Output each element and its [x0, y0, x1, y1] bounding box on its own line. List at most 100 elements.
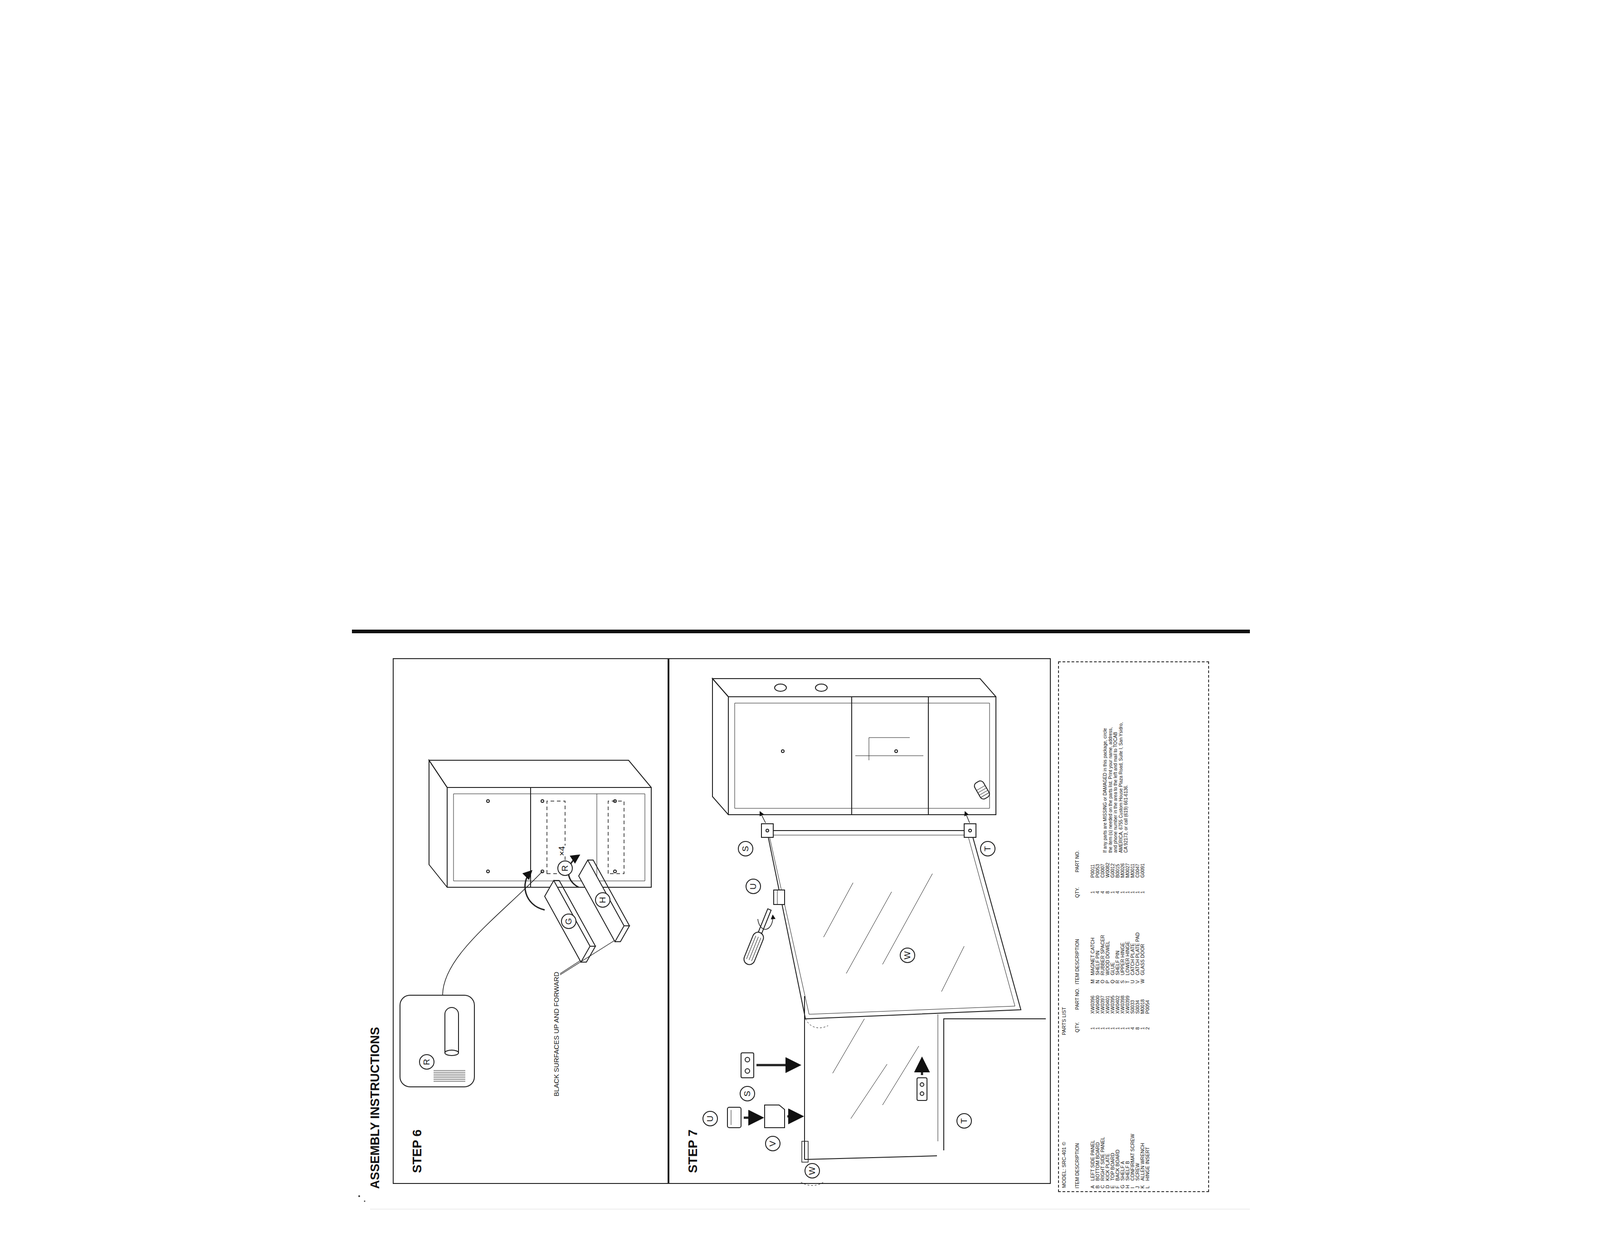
callout-circle: S — [739, 1085, 756, 1102]
step7-detail — [727, 995, 1046, 1186]
item-letter: W — [1139, 978, 1146, 984]
step7-cabinet-part — [781, 749, 785, 753]
callout-circle: U — [745, 878, 761, 894]
step6-cabinet-part — [453, 793, 645, 881]
callout-circle: G — [560, 913, 577, 929]
glass-door-part — [777, 889, 778, 905]
callout-letter: S — [742, 1090, 753, 1097]
shelf-boards-part — [544, 880, 591, 962]
glass-door-part — [769, 834, 1015, 1015]
callout-letter: R — [421, 1058, 432, 1065]
screwdriver-part — [742, 907, 775, 967]
step7-detail-part — [920, 1082, 924, 1087]
callout-circle: U — [702, 1110, 718, 1127]
callout-letter: V — [767, 1140, 778, 1147]
shelf-boards-part — [525, 871, 545, 910]
callout-circle: W — [899, 947, 916, 963]
glass-door-part — [765, 829, 769, 832]
magnifier-detail — [400, 871, 543, 1087]
parts-list-heading: PARTS LIST — [1061, 1006, 1068, 1035]
screwdriver-part-part — [746, 935, 761, 961]
callout-letter: U — [748, 882, 759, 890]
screwdriver — [742, 907, 775, 967]
rotated-sheet: ASSEMBLY INSTRUCTIONSSTEP 6RRGHSTEP 7UVS… — [351, 629, 1250, 1210]
callout-letter: W — [902, 951, 913, 960]
step7-cabinet — [712, 678, 996, 815]
item-quantity: 2 — [1144, 1026, 1151, 1030]
column-header: ITEM DESCRIPTION — [1074, 1142, 1080, 1189]
callout-letter: T — [982, 845, 993, 852]
step7-cabinet-part — [712, 678, 996, 697]
callout-letter: W — [807, 1166, 818, 1175]
step7-detail-part — [787, 1115, 801, 1118]
column-header: PART NO. — [1074, 849, 1080, 873]
part-number: P0054 — [1144, 999, 1151, 1015]
column-header: QTY. — [1074, 1021, 1080, 1033]
step6-cabinet-part — [613, 869, 617, 873]
step7-detail-part — [921, 1059, 924, 1075]
sheet-rule-part — [370, 1209, 1250, 1210]
step7-detail-part — [804, 995, 937, 1160]
step7-cabinet-part — [728, 696, 996, 815]
step7-cabinet-part — [894, 749, 898, 753]
step-heading: STEP 7 — [685, 1129, 701, 1173]
magnifier-detail-part — [444, 1007, 459, 1053]
callout-circle: T — [980, 840, 996, 857]
callout-circle: S — [737, 840, 754, 857]
callout-circle: H — [595, 892, 611, 908]
step6-cabinet-part — [429, 760, 652, 788]
callout-letter: H — [597, 896, 608, 903]
step7-cabinet-part — [973, 779, 991, 801]
parts-list-box: MODEL: SRC-401 ©PARTS LIST — [1058, 661, 1210, 1192]
page-title: ASSEMBLY INSTRUCTIONS — [368, 1026, 383, 1189]
item-quantity: 1 — [1139, 890, 1146, 894]
sheet-rule-part — [364, 1200, 366, 1202]
glass-door-part — [760, 811, 766, 823]
callout-letter: T — [959, 1117, 970, 1124]
step6-cabinet-part — [486, 799, 490, 803]
glass-door-part — [823, 873, 965, 992]
step7-cabinet-part-part — [976, 785, 990, 798]
step7-detail-part — [764, 1104, 785, 1128]
step-panel: STEP 6 R R G H — [392, 658, 669, 1184]
screwdriver-part — [757, 915, 773, 930]
step7-detail-part — [756, 1063, 799, 1067]
column-header: QTY. — [1074, 886, 1080, 898]
step7-detail-part — [937, 1014, 939, 1142]
callout-letter: R — [560, 864, 571, 872]
quantity-mark: ×4 — [556, 845, 567, 857]
step7-detail-part — [920, 1091, 924, 1096]
step7-cabinet-part — [851, 696, 929, 815]
part-number: G0091 — [1139, 862, 1146, 879]
glass-door-part — [773, 889, 785, 905]
step7-cabinet-part — [712, 678, 729, 815]
illustration — [351, 629, 1250, 1210]
step-heading: STEP 6 — [409, 1129, 425, 1173]
screwdriver-part-part — [742, 930, 766, 967]
glass-door — [760, 811, 1021, 1028]
step7-detail-part — [741, 1052, 754, 1078]
shelf-boards-part — [578, 859, 625, 942]
step7-detail-part — [832, 1018, 919, 1119]
step7-detail-part — [745, 1057, 750, 1062]
step6-cabinet-part — [613, 799, 617, 803]
glass-door-part — [805, 1018, 829, 1028]
glass-door-part — [965, 811, 970, 823]
callout-circle: V — [765, 1135, 781, 1152]
magnifier-detail-part — [433, 1070, 466, 1082]
sheet-rule — [351, 629, 1250, 1210]
callout-letter: G — [563, 917, 574, 925]
glass-door-part — [761, 823, 774, 838]
step6-cabinet-part — [486, 869, 490, 873]
magnifier-detail-part — [444, 1049, 459, 1056]
item-description: HINGE INSERT — [1144, 1146, 1151, 1181]
column-header: ITEM DESCRIPTION — [1074, 938, 1080, 985]
step6-cabinet — [429, 760, 652, 888]
sheet-rule-part — [351, 629, 1250, 634]
step7-detail-part — [731, 1109, 732, 1125]
step7-cabinet-part — [734, 702, 990, 809]
magnifier-detail-part — [400, 995, 475, 1087]
step-panel: STEP 7UVSTWUSTW — [668, 658, 1051, 1184]
step7-detail-part — [943, 1018, 1046, 1151]
step7-detail-part — [743, 1116, 761, 1119]
